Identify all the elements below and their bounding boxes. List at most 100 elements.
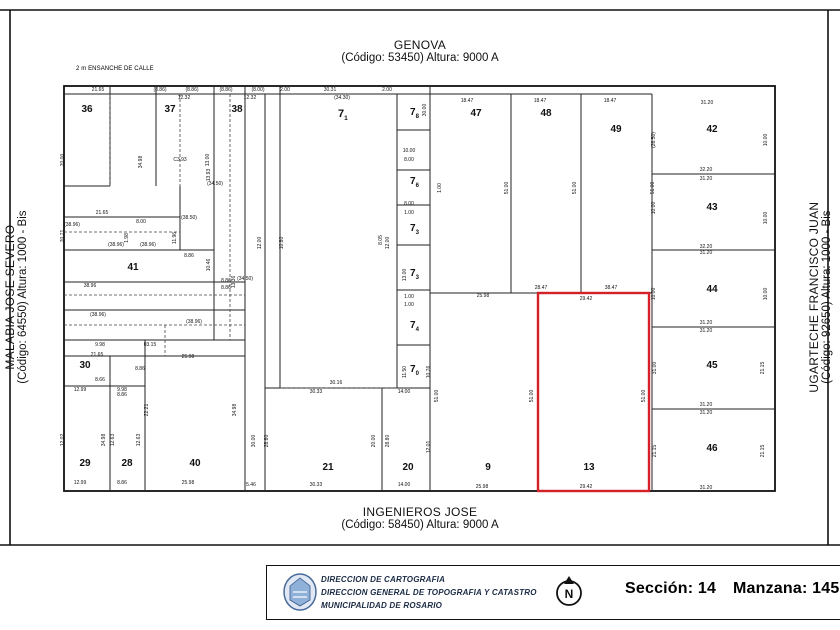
dimension-label: 31.20 (700, 320, 713, 326)
parcel-lines (64, 86, 775, 491)
parcel-number-30: 30 (79, 360, 91, 371)
dimension-label: 10.00 (651, 288, 657, 301)
dimension-label: 1.00 (437, 183, 443, 193)
highlighted-parcel-outline (536, 291, 651, 493)
block-outline (63, 85, 776, 492)
dimension-label: 25.98 (476, 484, 489, 490)
parcel-number-28: 28 (121, 458, 133, 469)
street-bottom-ingenieros: INGENIEROS JOSE (Código: 58450) Altura: … (290, 505, 550, 533)
dimension-label: 13.93 (206, 169, 212, 182)
dimension-label: 28.47 (535, 285, 548, 291)
dimension-label: (8.86) (219, 87, 232, 93)
dimension-label: C3.93 (173, 157, 187, 163)
dimension-label: 31.20 (700, 410, 713, 416)
dimension-label: 14.00 (398, 389, 411, 395)
dimension-label: 10.00 (763, 134, 769, 147)
dimension-label: 28.80 (264, 435, 270, 448)
parcel-number-9: 9 (485, 462, 491, 473)
dimension-label: (26.50) (651, 132, 657, 148)
dimension-label: 21.65 (92, 87, 105, 93)
street-code: (Código: 53450) Altura: 9000 A (341, 52, 499, 65)
dimension-label: (38.96) (64, 222, 80, 228)
street-name: GENOVA (393, 38, 447, 52)
dimension-label: 14.00 (398, 482, 411, 488)
dimension-label: 25.98 (182, 354, 195, 360)
dimension-label: 12.32 (178, 95, 191, 101)
dimension-label: 34.98 (101, 434, 107, 447)
dimension-label: 12.63 (136, 434, 142, 447)
dimension-label: 22.21 (144, 404, 150, 417)
dimension-label: 13.00 (402, 269, 408, 282)
dimension-label: 29.42 (580, 484, 593, 490)
subparcel-label-7-0: 70 (410, 364, 420, 377)
dimension-label: 12.02 (60, 434, 66, 447)
dimension-label: 51.00 (529, 390, 535, 403)
parcel-number-42: 42 (706, 124, 718, 135)
parcel-number-36: 36 (81, 104, 93, 115)
dimension-label: 51.00 (434, 390, 440, 403)
dimension-label: 2.00 (280, 87, 290, 93)
dimension-label: 9.98 (117, 387, 127, 393)
dimension-label: 30.00 (422, 104, 428, 117)
dimension-label: 11.96 (172, 232, 178, 244)
dimension-label: 10.00 (763, 288, 769, 301)
dimension-label: 8.86 (184, 253, 194, 259)
dimension-label: 51.00 (641, 390, 647, 403)
dimension-label: 8.86 (117, 480, 127, 486)
dimension-label: 03.15 (144, 342, 157, 348)
subparcel-label-7-6: 76 (410, 176, 420, 189)
parcel-number-47: 47 (470, 108, 482, 119)
street-widening-note: 2 m ENSANCHE DE CALLE (76, 66, 154, 72)
dimension-label: 51.00 (650, 182, 656, 195)
dimension-label: 34.98 (138, 156, 144, 169)
dimension-label: 18.47 (604, 98, 617, 104)
dimension-label: 21.15 (760, 362, 766, 375)
dimension-label: 30.00 (251, 435, 257, 448)
dimension-label: 30.33 (310, 482, 323, 488)
dimension-label: (8.00) (251, 87, 264, 93)
dimension-label: 31.20 (701, 100, 714, 106)
rosario-seal-icon (283, 573, 317, 611)
dimension-label: 12.01 (426, 441, 432, 454)
street-name: INGENIEROS JOSE (362, 505, 478, 519)
dimension-label: (38.96) (90, 312, 106, 318)
dimension-label: (38.50) (181, 215, 197, 221)
dimension-label: 11.50 (402, 366, 408, 378)
subparcel-label-7-8: 78 (410, 107, 420, 120)
dimension-label: (38.96) (108, 242, 124, 248)
dimension-label: 10.00 (763, 212, 769, 225)
dimension-label: 8.86 (135, 366, 145, 372)
dimension-label: 21.15 (760, 445, 766, 458)
dimension-label: 21.15 (652, 445, 658, 458)
dimension-label: 20.00 (60, 154, 66, 167)
subparcel-label-7-3: 73 (410, 223, 420, 236)
dimension-label: 12.32 (244, 95, 257, 101)
dimension-label: 13.00 (205, 154, 211, 167)
institution-line-1: DIRECCION DE CARTOGRAFIA (321, 575, 446, 584)
dimension-label: (34.50) (237, 276, 253, 282)
dimension-label: (8.86) (185, 87, 198, 93)
dimension-label: 8.00 (136, 219, 146, 225)
dimension-label: 34.98 (232, 404, 238, 417)
dimension-label: 18.47 (461, 98, 474, 104)
dimension-label: 31.20 (700, 176, 713, 182)
dimension-label: 9.98 (95, 342, 105, 348)
dimension-label: 51.00 (504, 182, 510, 195)
parcel-number-13: 13 (583, 462, 595, 473)
dimension-label: 32.20 (700, 167, 713, 173)
dimension-label: 8.86 (221, 278, 231, 284)
dimension-label: 51.00 (572, 182, 578, 195)
parcel-number-41: 41 (127, 262, 139, 273)
section-label: Sección: 14 (625, 580, 717, 597)
parcel-number-46: 46 (706, 443, 718, 454)
subparcel-label-7-1: 71 (338, 108, 348, 122)
dimension-label: 12.63 (110, 434, 116, 447)
dimension-label: (8.86) (153, 87, 166, 93)
dimension-label: 21.65 (96, 210, 109, 216)
dimension-label: 1.00 (404, 294, 414, 300)
dimension-label: 31.00 (652, 362, 658, 375)
dimension-label: 20.00 (371, 435, 377, 448)
